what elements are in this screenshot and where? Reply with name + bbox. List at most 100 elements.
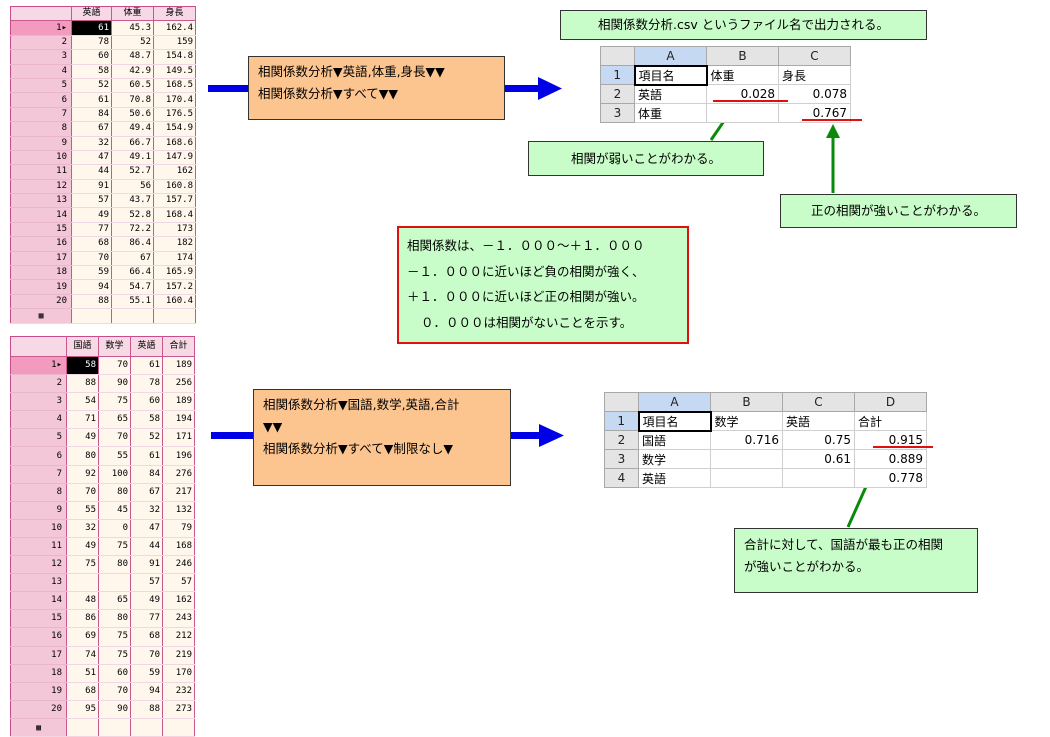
grid-cell[interactable]: 70 [98,682,131,701]
grid-cell[interactable]: 54 [66,392,99,412]
grid-cell[interactable]: 49 [130,591,163,611]
row-header[interactable]: 5 [10,78,72,94]
grid-cell[interactable]: 70.8 [111,92,154,108]
row-header[interactable]: 9 [10,136,72,151]
grid-cell[interactable]: 154.9 [153,121,196,137]
row-header[interactable]: 2 [10,35,72,51]
grid-cell[interactable]: 70 [130,646,163,665]
row-header[interactable]: 13 [10,573,67,593]
row-header[interactable]: 16 [10,627,67,647]
grid-cell[interactable]: 70 [66,483,99,502]
grid-column-header[interactable]: 合計 [162,336,195,357]
grid-cell[interactable]: 32 [71,136,112,151]
grid-cell[interactable]: 50.6 [111,107,154,123]
grid-cell[interactable]: 219 [162,646,195,665]
grid-cell[interactable]: 189 [162,392,195,412]
grid-cell[interactable]: 94 [71,279,112,295]
grid-cell[interactable]: 91 [71,179,112,195]
grid-cell[interactable]: 162.4 [153,20,196,36]
grid-cell[interactable]: 67 [71,121,112,137]
row-header[interactable]: 13 [10,193,72,209]
grid-cell[interactable]: 157.2 [153,279,196,295]
grid-cell[interactable]: 80 [98,555,131,575]
grid-cell[interactable]: 52 [130,428,163,448]
row-header[interactable]: 4 [10,410,67,430]
grid-cell[interactable]: 52.8 [111,207,154,223]
grid-cell[interactable]: 132 [162,501,195,520]
grid-cell[interactable]: 78 [130,374,163,394]
grid-cell[interactable]: 59 [130,664,163,683]
grid-cell[interactable]: 256 [162,374,195,394]
row-header[interactable]: 15 [10,222,72,238]
grid-column-header[interactable]: 身長 [153,6,196,22]
grid-cell[interactable]: 80 [98,483,131,502]
grid-cell[interactable]: 57 [71,193,112,209]
grid-cell[interactable]: 66.4 [111,265,154,281]
grid-cell[interactable]: 243 [162,609,195,629]
row-header[interactable]: 15 [10,609,67,629]
grid-cell[interactable]: 60 [98,664,131,683]
grid-cell[interactable]: 47 [130,519,163,538]
row-header[interactable]: 5 [10,428,67,448]
grid-cell[interactable]: 173 [153,222,196,238]
grid-cell[interactable]: 58 [130,410,163,430]
row-header[interactable]: 11 [10,537,67,557]
row-header[interactable]: 20 [10,700,67,719]
grid-cell[interactable]: 162 [153,164,196,180]
grid-cell[interactable]: 55 [66,501,99,520]
row-header[interactable]: 17 [10,251,72,267]
grid-cell[interactable]: 49 [66,428,99,448]
grid-cell[interactable]: 154.8 [153,49,196,65]
new-record-icon[interactable]: ▩ [10,308,72,324]
row-header[interactable]: 3 [10,392,67,412]
grid-cell[interactable]: 168.6 [153,136,196,151]
grid-cell[interactable]: 147.9 [153,150,196,166]
grid-cell[interactable]: 276 [162,465,195,484]
grid-cell[interactable]: 90 [98,700,131,719]
grid-column-header[interactable]: 英語 [130,336,163,357]
grid-cell[interactable]: 84 [130,465,163,484]
row-header[interactable]: 18 [10,265,72,281]
grid-column-header[interactable]: 数学 [98,336,131,357]
grid-cell[interactable]: 57 [130,573,163,593]
grid-cell[interactable]: 86.4 [111,236,154,252]
grid-cell[interactable]: 60 [71,49,112,65]
grid-cell[interactable]: 157.7 [153,193,196,209]
grid-cell[interactable]: 74 [66,646,99,665]
row-header[interactable]: 1▸ [10,356,67,376]
grid-cell[interactable]: 32 [66,519,99,538]
row-header[interactable]: 16 [10,236,72,252]
row-header[interactable]: 12 [10,555,67,575]
row-header[interactable]: 11 [10,164,72,180]
grid-cell[interactable] [98,573,131,593]
grid-cell[interactable]: 48 [66,591,99,611]
row-header[interactable]: 19 [10,279,72,295]
row-header[interactable]: 6 [10,446,67,466]
grid-cell[interactable]: 182 [153,236,196,252]
grid-cell[interactable]: 165.9 [153,265,196,281]
grid-cell[interactable]: 42.9 [111,64,154,79]
grid-cell[interactable]: 78 [71,35,112,51]
grid-cell[interactable]: 94 [130,682,163,701]
grid-cell[interactable]: 61 [71,92,112,108]
grid-cell[interactable]: 196 [162,446,195,466]
grid-cell[interactable]: 90 [98,374,131,394]
grid-cell[interactable]: 70 [71,251,112,267]
grid-cell[interactable]: 189 [162,356,195,376]
grid-cell[interactable]: 170 [162,664,195,683]
grid-cell[interactable]: 88 [130,700,163,719]
grid-cell[interactable]: 44 [71,164,112,180]
grid-cell[interactable]: 168.4 [153,207,196,223]
grid-cell[interactable]: 60.5 [111,78,154,94]
grid-cell[interactable]: 45 [98,501,131,520]
grid-cell[interactable]: 0 [98,519,131,538]
grid-column-header[interactable]: 英語 [71,6,112,22]
grid-cell[interactable]: 75 [98,627,131,647]
grid-cell[interactable]: 51 [66,664,99,683]
grid-cell[interactable]: 160.4 [153,294,196,310]
row-header[interactable]: 12 [10,179,72,195]
grid-cell[interactable]: 86 [66,609,99,629]
row-header[interactable]: 17 [10,646,67,665]
grid-cell[interactable]: 162 [162,591,195,611]
grid-cell[interactable]: 52 [71,78,112,94]
